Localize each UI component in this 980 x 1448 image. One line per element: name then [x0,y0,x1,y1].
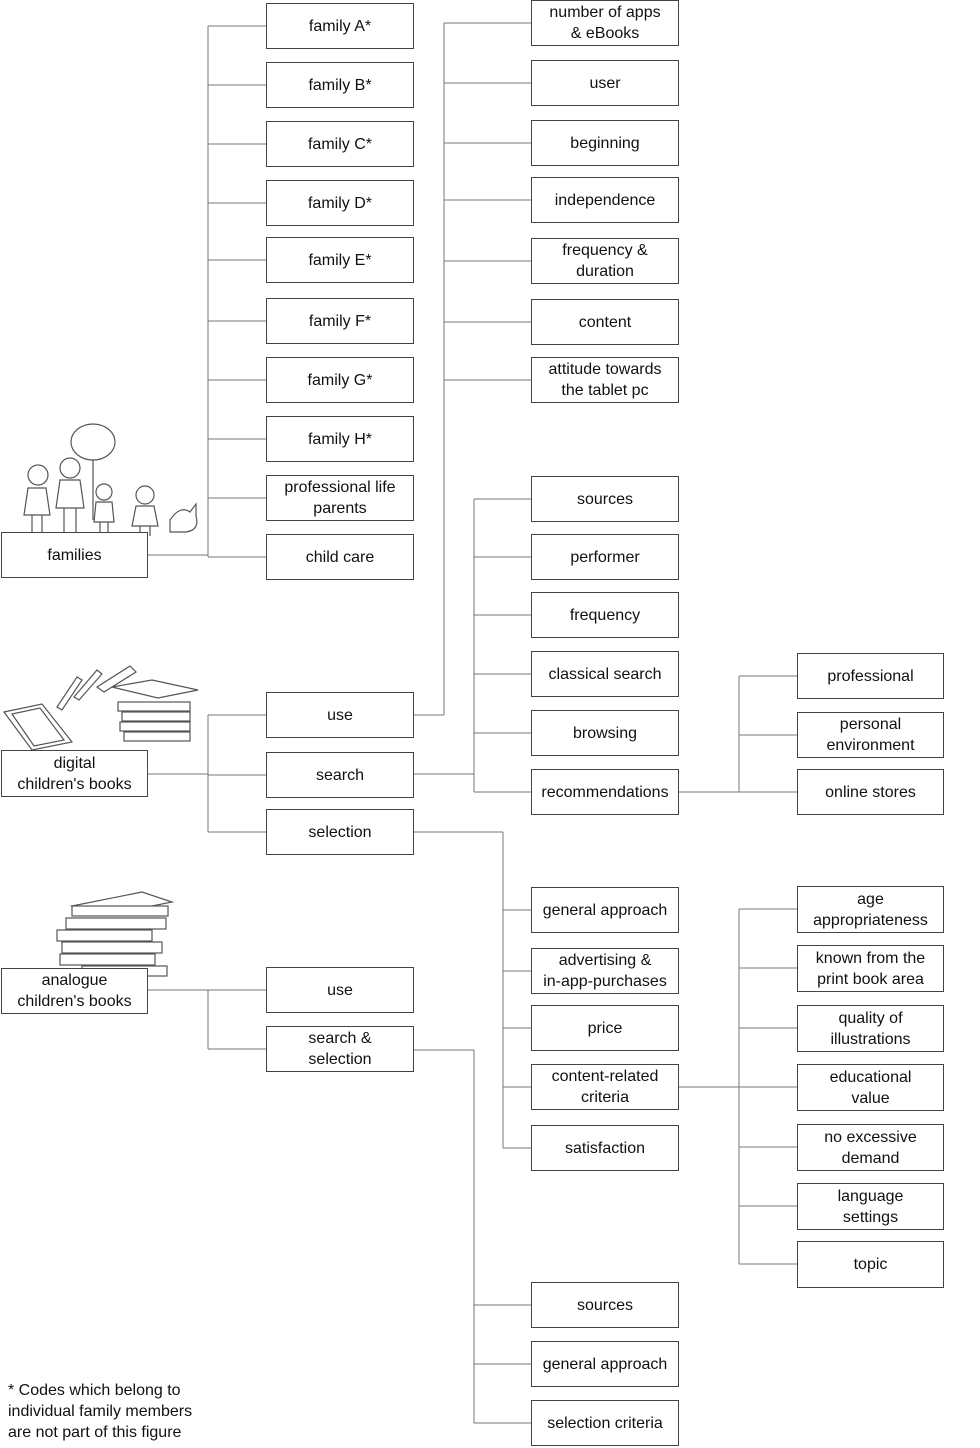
family-node-family-g: family G* [266,357,414,403]
family-node-family-a: family A* [266,3,414,49]
selection-node-satisfaction: satisfaction [531,1125,679,1171]
analogue-node-search-selection: search & selection [266,1026,414,1072]
use-node-independence: independence [531,177,679,223]
root-analogue-childrens-books: analogue children's books [1,968,148,1014]
family-node-family-b: family B* [266,62,414,108]
footnote: * Codes which belong to individual famil… [8,1382,193,1441]
digital-node-search: search [266,752,414,798]
family-node-family-e: family E* [266,237,414,283]
tablet-and-ebooks-icon [2,665,199,751]
criteria-node-known-from-the-print-book-area: known from the print book area [797,945,944,992]
digital-node-use: use [266,692,414,738]
family-node-professional-life-parents: professional life parents [266,475,414,521]
search-node-performer: performer [531,534,679,580]
criteria-node-age-appropriateness: age appropriateness [797,886,944,933]
analogue-search-node-sources: sources [531,1282,679,1328]
criteria-node-educational-value: educational value [797,1064,944,1111]
recommendation-node-professional: professional [797,653,944,699]
use-node-beginning: beginning [531,120,679,166]
criteria-node-quality-of-illustrations: quality of illustrations [797,1005,944,1052]
selection-node-advertising-in-app-purchases: advertising & in-app-purchases [531,948,679,994]
search-node-sources: sources [531,476,679,522]
family-node-family-h: family H* [266,416,414,462]
criteria-node-no-excessive-demand: no excessive demand [797,1124,944,1171]
analogue-search-node-selection-criteria: selection criteria [531,1400,679,1446]
analogue-node-use: use [266,967,414,1013]
root-digital-childrens-books: digital children's books [1,750,148,797]
family-node-family-f: family F* [266,298,414,344]
search-node-frequency: frequency [531,592,679,638]
selection-node-general-approach: general approach [531,887,679,933]
criteria-node-topic: topic [797,1241,944,1288]
root-families: families [1,532,148,578]
family-node-family-c: family C* [266,121,414,167]
use-node-user: user [531,60,679,106]
recommendation-node-personal-environment: personal environment [797,712,944,758]
digital-node-selection: selection [266,809,414,855]
criteria-node-language-settings: language settings [797,1183,944,1230]
search-node-recommendations: recommendations [531,769,679,815]
family-node-child-care: child care [266,534,414,580]
use-node-content: content [531,299,679,345]
use-node-frequency-duration: frequency & duration [531,238,679,284]
search-node-browsing: browsing [531,710,679,756]
recommendation-node-online-stores: online stores [797,769,944,815]
use-node-number-of-apps-ebooks: number of apps & eBooks [531,0,679,46]
selection-node-price: price [531,1005,679,1051]
analogue-search-node-general-approach: general approach [531,1341,679,1387]
selection-node-content-related-criteria: content-related criteria [531,1064,679,1110]
search-node-classical-search: classical search [531,651,679,697]
use-node-attitude-towards-the-tablet-pc: attitude towards the tablet pc [531,357,679,403]
family-node-family-d: family D* [266,180,414,226]
family-drawing-icon [23,423,198,536]
